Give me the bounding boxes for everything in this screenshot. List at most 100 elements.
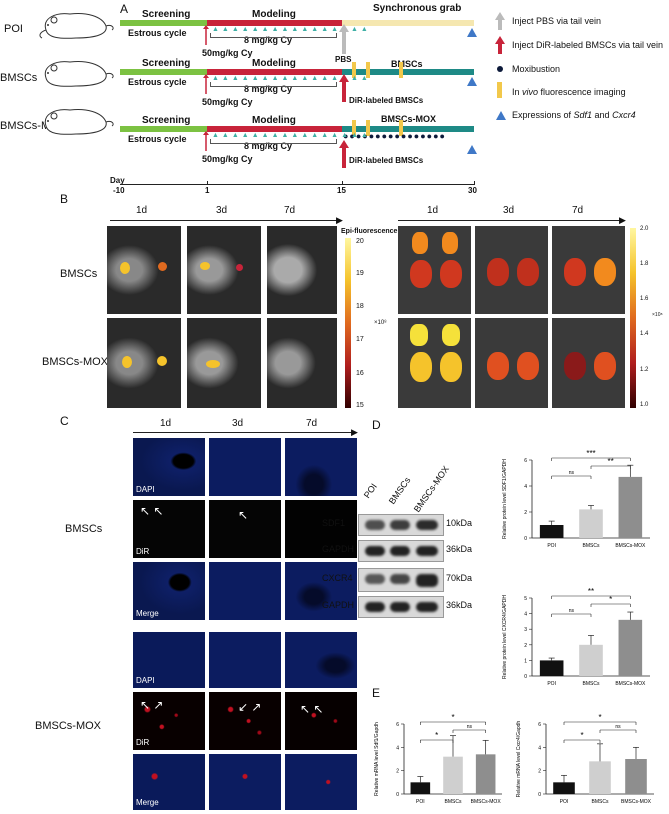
- imaging-mark: [366, 62, 370, 78]
- triangle-row: ▲▲▲▲▲▲▲▲▲▲▲▲▲▲▲▲: [212, 75, 371, 82]
- size-label: 70kDa: [446, 573, 473, 583]
- in-vivo-image: [187, 318, 261, 408]
- legend-imaging-suffix: fluorescence imaging: [538, 87, 626, 97]
- bar: [539, 525, 564, 538]
- blue-triangle-icon: [467, 28, 477, 37]
- bmscs-phase-label: BMSCs: [391, 59, 423, 69]
- dir-bmscs-label: DiR-labeled BMSCs: [349, 156, 424, 165]
- organ-signal: [564, 352, 586, 380]
- day-tick: [474, 181, 475, 185]
- color-scale-bar: [345, 238, 351, 408]
- organ-signal: [442, 232, 458, 254]
- cy-bracket: [210, 33, 337, 38]
- blue-triangle-icon: [467, 145, 477, 154]
- significance-label: ***: [586, 449, 595, 458]
- organ-signal: [594, 258, 616, 286]
- in-vivo-image: [267, 226, 337, 314]
- protein-label: CXCR4: [322, 573, 353, 583]
- scale-unit: ×10⁸: [374, 320, 387, 326]
- cy-bracket: [210, 82, 337, 87]
- pbs-label: PBS: [335, 55, 352, 64]
- protein-label: GAPDH: [322, 544, 355, 554]
- dir-bmscs-label: DiR-labeled BMSCs: [349, 96, 424, 105]
- bar: [618, 476, 643, 538]
- y-tick-label: 2: [396, 769, 399, 775]
- b-day-label: 7d: [284, 205, 296, 216]
- significance-label: *: [609, 595, 612, 604]
- b-row-label-bmscs-mox: BMSCs-MOX: [42, 356, 108, 368]
- epi-fluorescence-label: Epi-fluorescence: [341, 228, 398, 235]
- bar: [589, 761, 611, 794]
- blot-band: [416, 546, 438, 556]
- day-tick-label: 15: [337, 186, 346, 195]
- y-axis-label: Relative mRNA level Cxcr4/Gapdh: [516, 721, 522, 798]
- organ-signal: [594, 352, 616, 380]
- dir-arrow-icon: [339, 74, 349, 102]
- imaging-mark: [399, 120, 403, 136]
- significance-label: *: [580, 731, 583, 740]
- screening-bar: [120, 126, 207, 132]
- legend-expr-gene2: Cxcr4: [612, 110, 636, 120]
- size-label: 36kDa: [446, 544, 473, 554]
- treatment-bar: [342, 126, 474, 132]
- dose-cy-label: 8 mg/kg Cy: [244, 141, 293, 151]
- dir-image: [209, 500, 281, 558]
- organ-signal: [487, 258, 509, 286]
- blue-triangle-icon: [496, 111, 506, 120]
- panel-c-arrow: [133, 432, 355, 433]
- legend-expr-prefix: Expressions of: [512, 110, 574, 120]
- bar: [553, 782, 575, 794]
- y-tick-label: 0: [524, 536, 527, 542]
- blot-band: [390, 520, 410, 530]
- gray-arrow-icon: [495, 12, 505, 30]
- modeling-label: Modeling: [252, 115, 296, 126]
- panel-c-label: C: [60, 414, 69, 428]
- channel-label-merge: Merge: [136, 798, 159, 807]
- bmscs-mox-phase-label: BMSCs-MOX: [381, 114, 437, 124]
- bar: [410, 782, 431, 794]
- bar: [618, 619, 643, 676]
- size-label: 36kDa: [446, 600, 473, 610]
- color-scale-bar: [630, 228, 636, 408]
- x-tick-label: POI: [547, 543, 556, 549]
- arrow-head-icon: ▶: [351, 427, 358, 437]
- western-blot-gapdh: [358, 596, 444, 618]
- modeling-bar: [207, 69, 342, 75]
- x-tick-label: BMSCs-MOX: [621, 799, 652, 805]
- scale-tick: 20: [356, 238, 364, 245]
- protein-label: SDF1: [322, 518, 346, 528]
- day-tick: [342, 181, 343, 185]
- merge-image: [133, 754, 205, 810]
- blue-triangle-icon: [467, 77, 477, 86]
- panel-b-label: B: [60, 192, 69, 206]
- bar: [475, 754, 496, 794]
- day-tick: [207, 181, 208, 185]
- day-tick-label: -10: [113, 186, 125, 195]
- treatment-bar: [342, 69, 474, 75]
- scale-tick: 1.4: [640, 331, 649, 337]
- fluorescence-spot: [122, 356, 132, 368]
- legend-expr-gene1: Sdf1: [573, 110, 593, 120]
- arrow-icon: ↖ ↖: [300, 702, 324, 716]
- organ-signal: [412, 232, 428, 254]
- rat-icon: [39, 13, 114, 39]
- imaging-mark: [352, 120, 356, 136]
- dapi-image: [209, 438, 281, 496]
- significance-label: *: [598, 713, 601, 722]
- fluorescence-spot: [206, 360, 220, 368]
- y-tick-label: 2: [538, 769, 541, 775]
- x-tick-label: BMSCs: [583, 543, 600, 549]
- screening-label: Screening: [142, 58, 191, 69]
- panel-a-label: A: [120, 2, 129, 16]
- blot-band: [416, 602, 438, 612]
- in-vivo-image: [107, 226, 181, 314]
- lane-label: POI: [361, 481, 379, 500]
- organ-signal: [442, 324, 460, 346]
- legend-dir: Inject DiR-labeled BMSCs via tail vein: [512, 40, 664, 50]
- moxibustion-dot-icon: [497, 66, 503, 72]
- imaging-mark: [352, 62, 356, 78]
- arrow-icon: ↖ ↗: [140, 698, 164, 712]
- in-vivo-image: [107, 318, 181, 408]
